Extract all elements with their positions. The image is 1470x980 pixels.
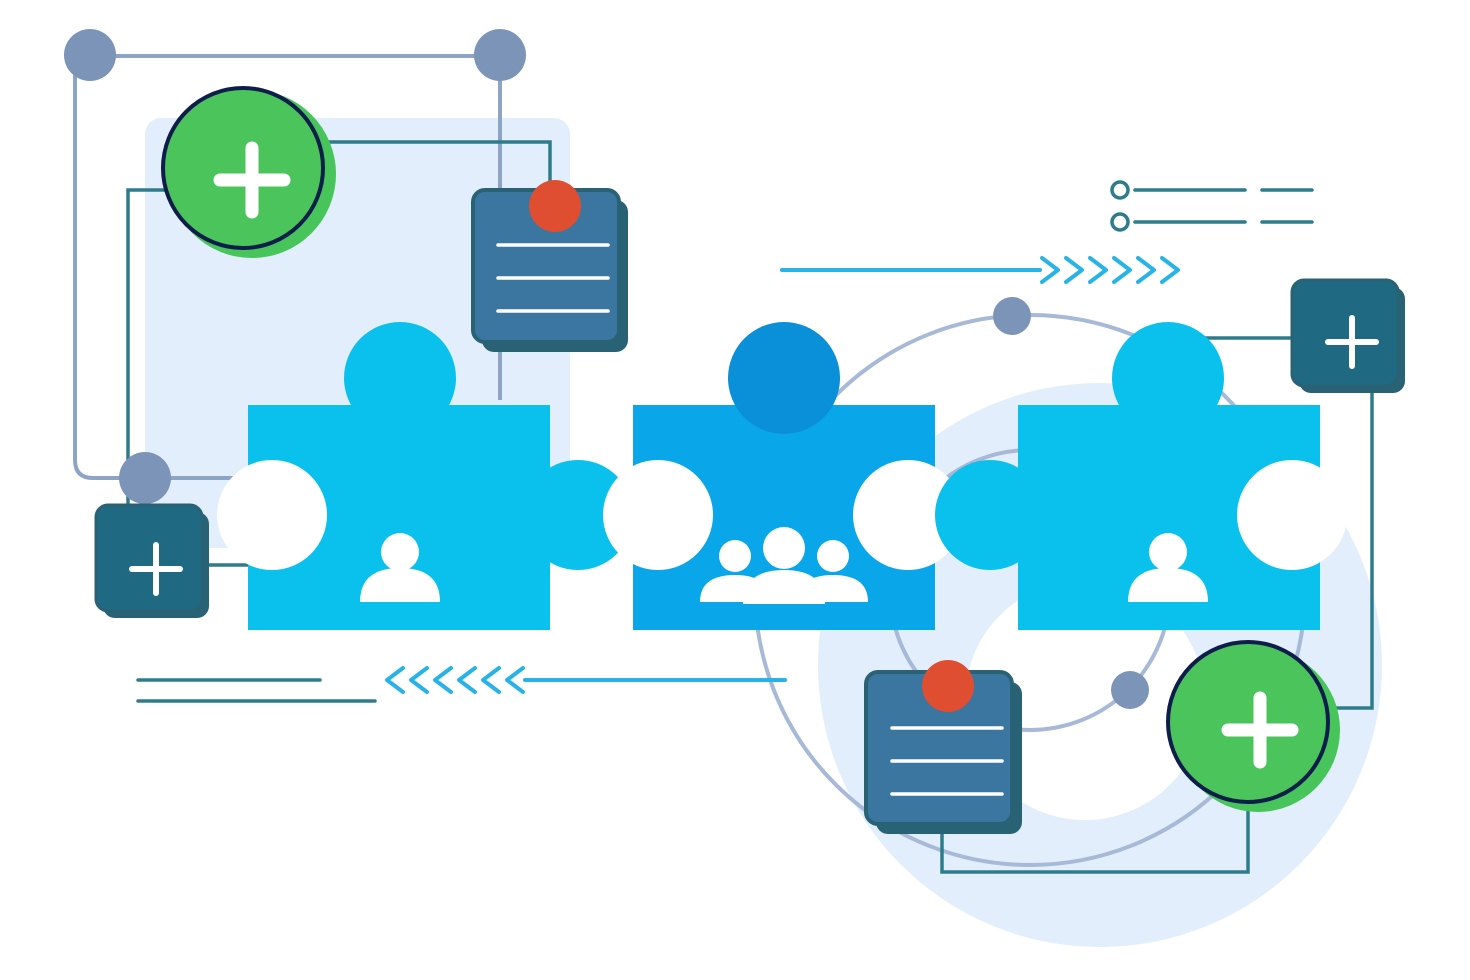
document-icon xyxy=(890,726,1004,796)
plus-icon xyxy=(213,141,291,219)
plus-icon xyxy=(1325,315,1379,369)
plus-icon xyxy=(129,542,183,596)
notification-dot-icon xyxy=(922,660,974,712)
left-arrow xyxy=(385,666,787,694)
decorative-lines-bottom-left xyxy=(136,678,377,703)
add-box-right xyxy=(1290,278,1405,393)
plus-icon xyxy=(1221,691,1299,769)
add-circle-top-left xyxy=(161,86,336,258)
puzzle-piece-middle xyxy=(603,322,963,630)
person-icon xyxy=(1128,533,1208,602)
node-dot xyxy=(119,452,171,504)
document-icon xyxy=(496,243,610,313)
add-circle-bottom-right xyxy=(1166,640,1340,812)
node-dot xyxy=(993,297,1031,335)
node-dot xyxy=(474,29,526,81)
group-icon xyxy=(700,527,868,604)
document-card-bottom xyxy=(864,660,1022,834)
node-dot xyxy=(1111,671,1149,709)
document-card-top xyxy=(471,180,628,352)
puzzle-piece-right xyxy=(935,322,1347,630)
right-background-disc-hole xyxy=(965,580,1205,820)
puzzle-piece-left xyxy=(217,322,633,630)
person-icon xyxy=(360,533,440,602)
add-box-left xyxy=(94,503,209,618)
notification-dot-icon xyxy=(529,180,581,232)
node-dot xyxy=(64,29,116,81)
right-arrow xyxy=(780,256,1180,284)
list-icon xyxy=(1110,180,1314,232)
